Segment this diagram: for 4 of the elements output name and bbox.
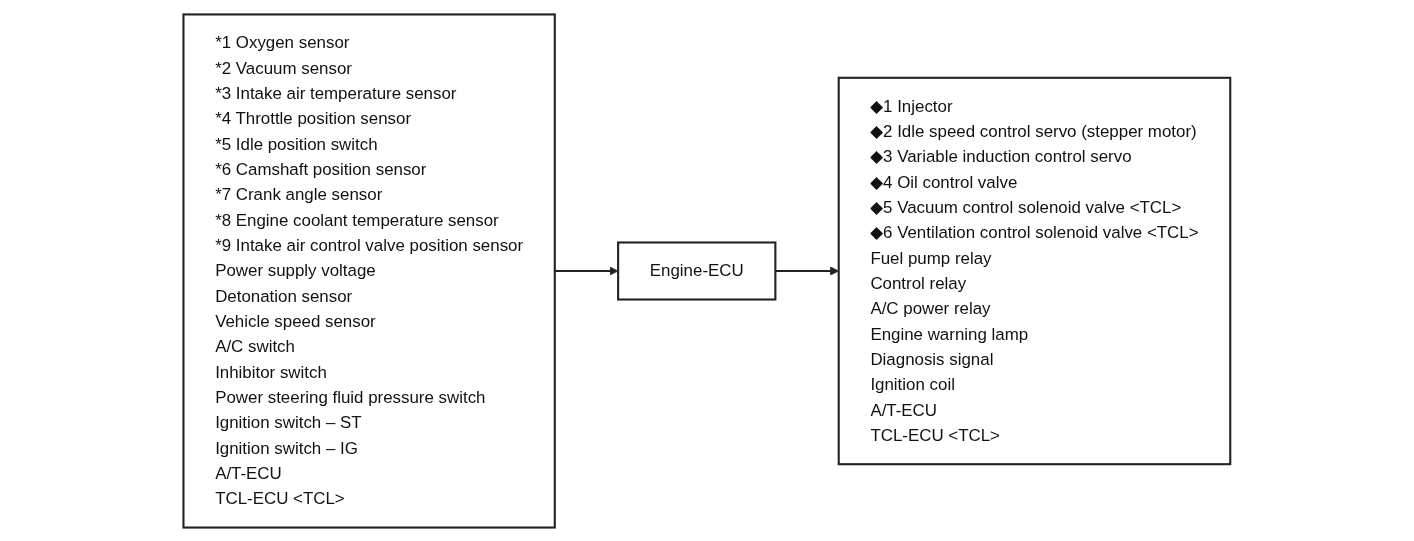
arrow [554, 265, 619, 276]
node-box: ◆1 Injector ◆2 Idle speed control servo (stepper motor) ◆3 Variable induction control servo ◆4 Oil control valve ◆5 Vacuum control solenoid valve <TCL> ◆6 Ventilation control solenoid valve <TCL> Fuel pump relay Control relay A/C power relay Engine warning lamp Diagnosis signal Ignition coil A/T-ECU TCL-ECU <TCL> [837, 76, 1232, 465]
node-box: Engine-ECU [617, 240, 777, 301]
node-box: *1 Oxygen sensor *2 Vacuum sensor *3 Intake air temperature sensor *4 Throttle position sensor *5 Idle position switch *6 Camshaft position sensor *7 Crank angle sensor *8 Engine coolant temperature sensor *9 Intake air control valve position sensor Power supply voltage Detonation sensor Vehicle speed sensor A/C switch Inhibitor switch Power steering fluid pressure switch Ignition switch – ST Ignition switch – IG A/T-ECU TCL-ECU <TCL> [182, 12, 556, 529]
